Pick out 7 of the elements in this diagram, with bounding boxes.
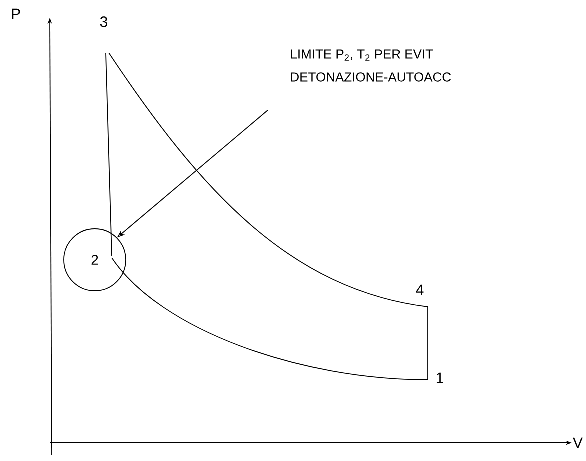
axis-label: V [573,438,583,448]
annotation-text: DETONAZIONE-AUTOACC [291,72,452,82]
axis-label: P [12,8,20,20]
point-number: 1 [436,372,444,384]
annotation-text: LIMITE P$_{2}$, T$_{2}$ PER EVIT [291,50,434,61]
point-number: 4 [416,284,424,296]
point-number: 3 [100,16,108,28]
